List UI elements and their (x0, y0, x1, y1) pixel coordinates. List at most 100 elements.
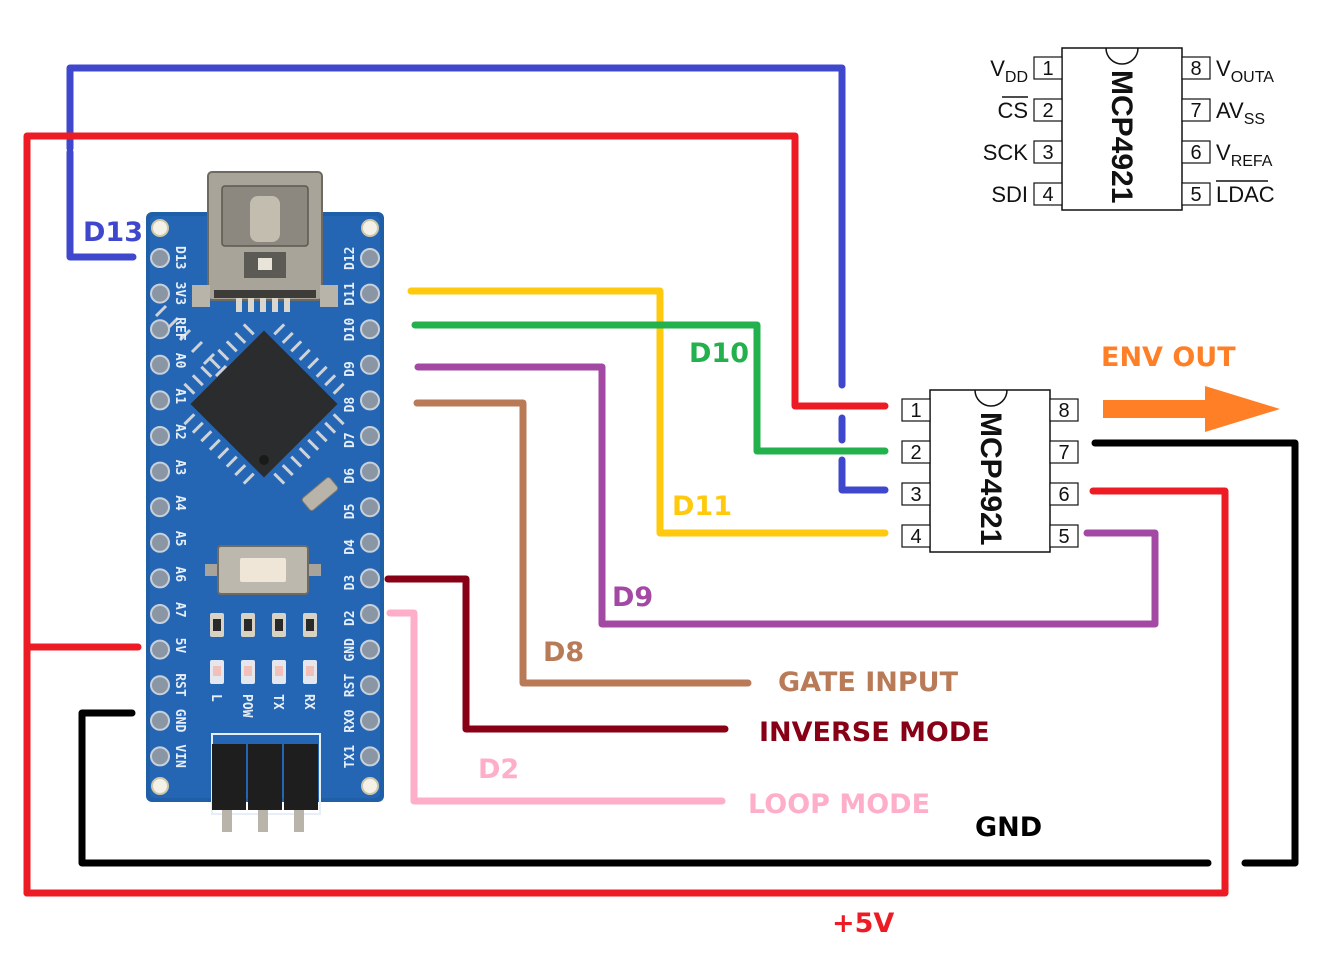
silk-label: A3 (172, 460, 187, 476)
silk-label: RST (172, 673, 187, 697)
header-pin-d3 (360, 568, 380, 589)
wire-gnd (78, 439, 1299, 867)
pin-box-8 (1181, 56, 1211, 80)
pin-name-5: LDAC (1216, 182, 1275, 207)
mounting-hole (361, 219, 379, 237)
header-pin-d10 (360, 319, 380, 340)
pin-number: 8 (1190, 58, 1201, 80)
silk-label: A1 (172, 388, 187, 404)
pin-number: 6 (1058, 484, 1069, 506)
pin-box-2 (901, 440, 931, 464)
header-pin-5v (150, 639, 170, 660)
pin-number: 5 (1190, 184, 1201, 206)
silk-label: D7 (343, 432, 358, 448)
env-out-arrow (1103, 386, 1280, 432)
pin-number: 2 (1042, 100, 1053, 122)
pin-box-3 (1033, 140, 1063, 164)
usb-connector (192, 171, 338, 312)
label-d13: D13 (83, 217, 143, 248)
mounting-hole (361, 777, 379, 795)
label-loop-mode: LOOP MODE (748, 789, 930, 820)
reset-button (205, 545, 321, 595)
silk-label: RST (343, 674, 358, 698)
pin-box-1 (901, 398, 931, 422)
header-pin-rst (360, 675, 380, 696)
pin-box-7 (1181, 98, 1211, 122)
led-label: POW (239, 694, 254, 718)
silk-label: D9 (343, 361, 358, 377)
silk-label: A5 (172, 531, 187, 547)
pin-number: 1 (1042, 58, 1053, 80)
pin-number: 3 (1042, 142, 1053, 164)
header-pin-d9 (360, 354, 380, 375)
header-pin-vin (150, 746, 170, 767)
silk-label: GND (172, 709, 187, 733)
header-pin-gnd (150, 710, 170, 731)
label-d9: D9 (612, 582, 653, 613)
label-d11: D11 (672, 491, 732, 522)
wire-d10 (411, 321, 889, 455)
header-pin-a0 (150, 354, 170, 375)
icsp-header (211, 733, 321, 832)
pin-name-2: CS (997, 98, 1028, 123)
header-pin-a7 (150, 604, 170, 624)
silk-label: D3 (343, 575, 358, 591)
pin-box-6 (1049, 482, 1079, 506)
silk-label: D13 (172, 246, 187, 269)
wire-d2 (386, 609, 726, 805)
silk-label: D11 (343, 282, 358, 306)
pin-name-8: VOUTA (1216, 56, 1274, 86)
wire-5v (23, 132, 1229, 897)
pin-number: 2 (910, 442, 921, 464)
header-pin-a4 (150, 497, 170, 518)
wire-d3 (384, 575, 729, 733)
chip-body (1061, 47, 1183, 211)
atmega328-chip (154, 304, 345, 485)
wired-chip-title: MCP4921 (974, 412, 1007, 545)
pin-box-5 (1181, 182, 1211, 206)
header-pin-ref (150, 319, 170, 340)
pin-number: 5 (1058, 526, 1069, 548)
led-label: L (208, 694, 223, 702)
pin-number: 3 (910, 484, 921, 506)
led-label: TX (270, 694, 285, 710)
wire-d11 (407, 287, 889, 537)
label-5v: +5V (832, 908, 894, 939)
silk-label: VIN (172, 744, 187, 768)
pin-box-4 (901, 524, 931, 548)
pin-number: 7 (1190, 100, 1201, 122)
chip-body (929, 389, 1051, 553)
pin-box-1 (1033, 56, 1063, 80)
silk-label: A7 (172, 602, 187, 618)
header-pin-d2 (360, 604, 380, 624)
silk-label: D5 (343, 504, 358, 520)
header-pin-a6 (150, 568, 170, 589)
header-pin-d11 (360, 283, 380, 304)
header-pin-d13 (150, 248, 170, 268)
header-pin-a2 (150, 426, 170, 446)
silk-label: TX1 (343, 745, 358, 769)
header-pin-rst (150, 675, 170, 696)
header-pin-a1 (150, 390, 170, 411)
mounting-hole (151, 219, 169, 237)
header-pin-d5 (360, 497, 380, 518)
pin-number: 8 (1058, 400, 1069, 422)
silk-label: D8 (343, 397, 358, 413)
silk-label: A4 (172, 495, 187, 511)
header-pin-3v3 (150, 283, 170, 304)
chip-notch (974, 389, 1008, 407)
pin-box-6 (1181, 140, 1211, 164)
header-pin-d12 (360, 248, 380, 268)
pin-name-6: VREFA (1216, 140, 1273, 170)
pin-number: 6 (1190, 142, 1201, 164)
silk-label: REF (172, 317, 187, 341)
silk-label: D4 (343, 539, 358, 555)
silk-label: D2 (343, 610, 358, 626)
wire-d13 (66, 64, 889, 494)
pin-name-4: SDI (991, 182, 1028, 207)
label-inverse-mode: INVERSE MODE (759, 717, 990, 748)
